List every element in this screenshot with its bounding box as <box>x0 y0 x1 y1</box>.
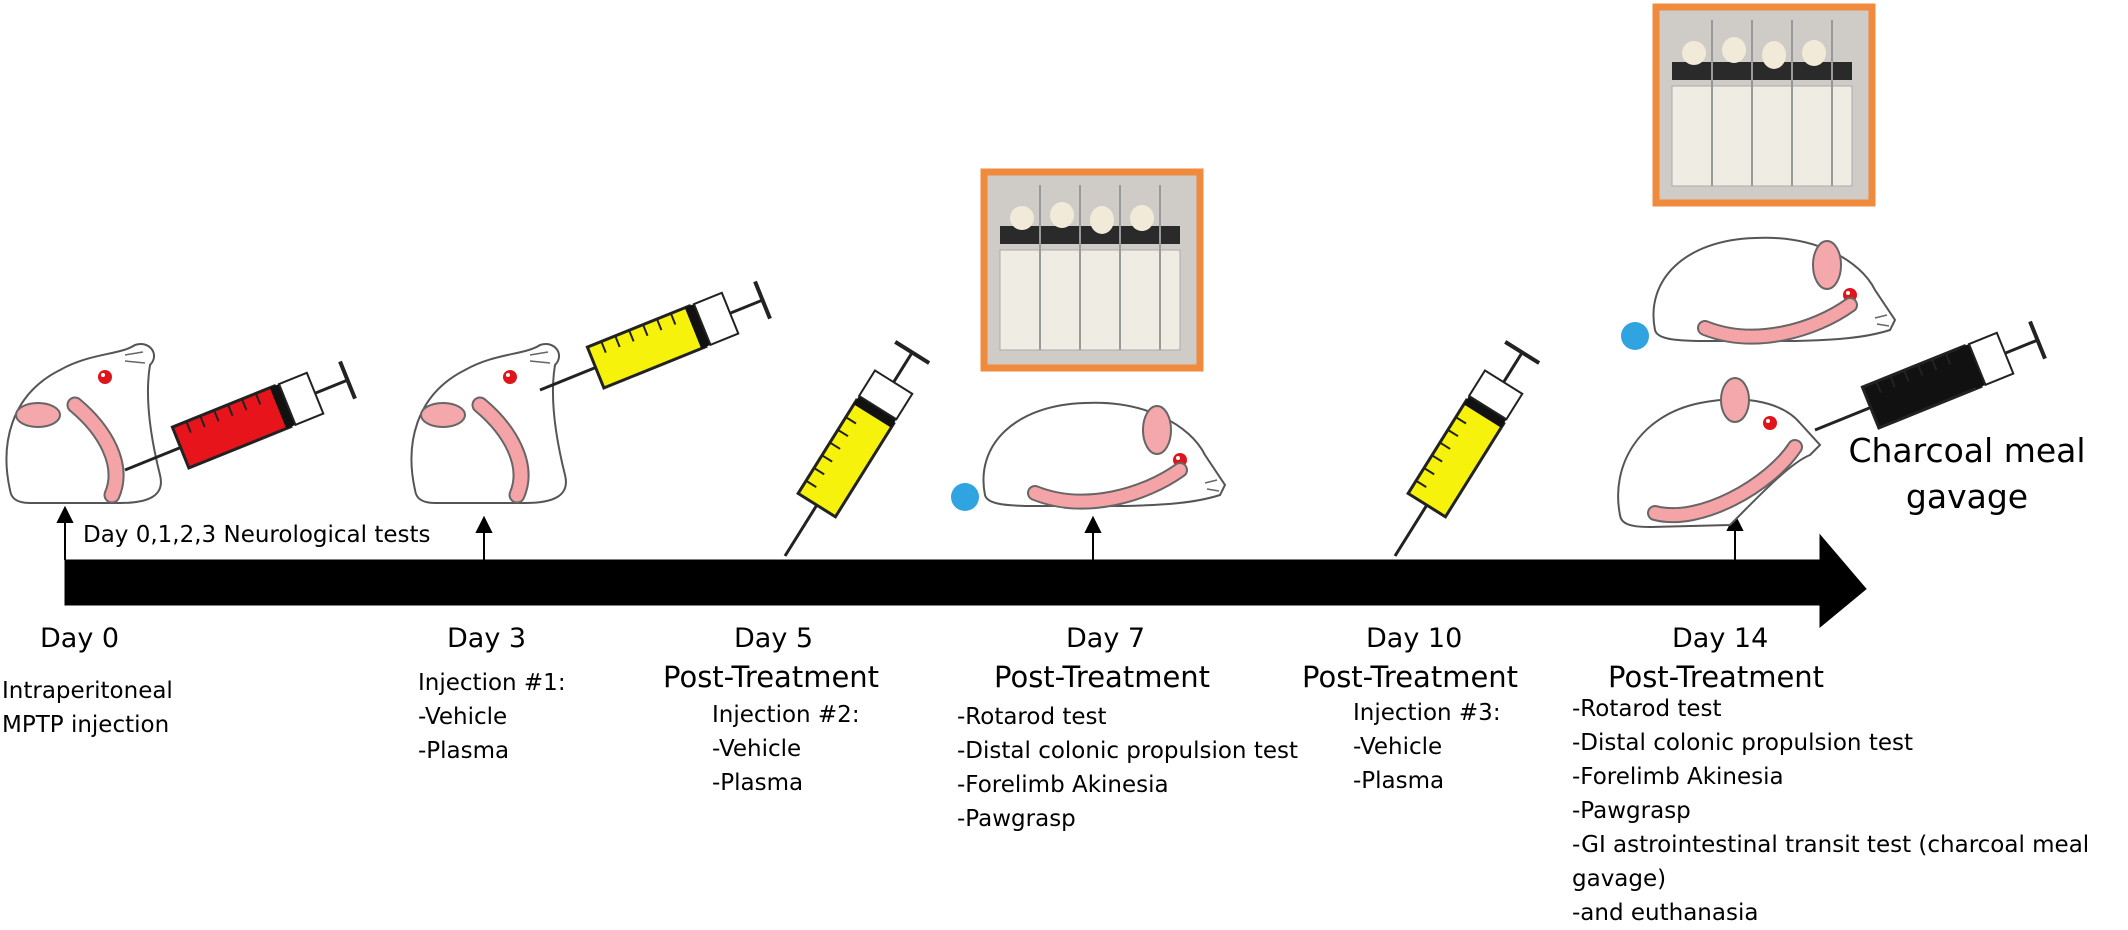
mouse-day14-top <box>1653 238 1895 341</box>
mouse-day7 <box>983 403 1225 506</box>
charcoal-gavage-label: Charcoal meal gavage <box>1848 431 2086 516</box>
day5-posttreatment: Post-Treatment <box>663 660 880 694</box>
day14-label: Day 14 <box>1672 623 1769 654</box>
day14-details: -Rotarod test -Distal colonic propulsion… <box>1572 696 2090 926</box>
day3-label: Day 3 <box>447 623 527 654</box>
timeline-ticks <box>56 505 1744 560</box>
mouse-day3 <box>412 344 566 503</box>
mouse-day14-bottom <box>1617 377 1822 529</box>
mouse-day0 <box>7 344 161 503</box>
ball-day7 <box>951 483 979 511</box>
day10-details: Injection #3: -Vehicle -Plasma <box>1353 700 1501 794</box>
day7-details: -Rotarod test -Distal colonic propulsion… <box>957 704 1298 832</box>
day7-label: Day 7 <box>1066 623 1146 654</box>
rotarod-photo-day14 <box>1652 3 1876 207</box>
timeline-arrow <box>64 533 1867 629</box>
syringe-day5 <box>764 338 933 570</box>
day10-label: Day 10 <box>1366 623 1463 654</box>
rotarod-photo-day7 <box>980 168 1204 372</box>
day0-details: Intraperitoneal MPTP injection <box>2 678 173 738</box>
day0-label: Day 0 <box>40 623 120 654</box>
day10-posttreatment: Post-Treatment <box>1302 660 1519 694</box>
day5-details: Injection #2: -Vehicle -Plasma <box>712 702 860 796</box>
syringe-day3 <box>529 277 773 413</box>
day3-details: Injection #1: -Vehicle -Plasma <box>418 670 566 764</box>
ball-day14 <box>1621 322 1649 350</box>
day7-posttreatment: Post-Treatment <box>994 660 1211 694</box>
day14-posttreatment: Post-Treatment <box>1608 660 1825 694</box>
day5-label: Day 5 <box>734 623 814 654</box>
syringe-day10 <box>1374 338 1543 570</box>
neuro-tests-note: Day 0,1,2,3 Neurological tests <box>83 522 431 548</box>
